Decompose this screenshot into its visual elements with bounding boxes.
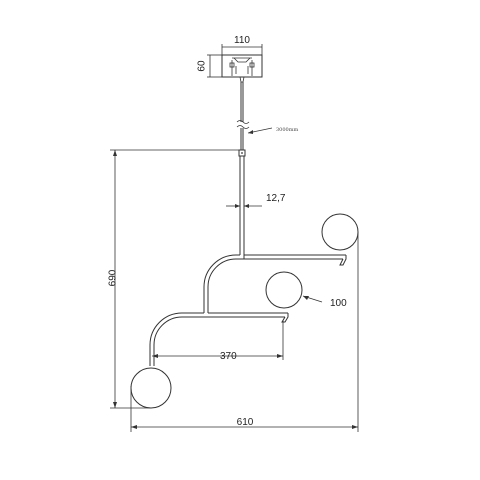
- rod-diameter-label: 12,7: [266, 193, 286, 204]
- globe-lower: [130, 367, 172, 409]
- cable-length-annotation: 3000mm: [247, 127, 298, 134]
- total-height-dimension: 690: [108, 149, 240, 409]
- canopy-width-label: 110: [234, 35, 250, 46]
- globe-upper: [321, 213, 359, 251]
- total-width-dimension: 610: [130, 232, 359, 432]
- canopy-height-label: 60: [197, 60, 208, 72]
- total-width-label: 610: [237, 417, 254, 428]
- total-height-label: 690: [108, 269, 119, 286]
- arm-length-label: 370: [220, 351, 237, 362]
- rod-diameter-dimension: 12,7: [226, 193, 286, 208]
- vertical-rod: [239, 156, 245, 255]
- lower-arm: [149, 312, 289, 366]
- ceiling-canopy: [221, 54, 263, 83]
- cable-length-label: 3000mm: [276, 127, 298, 133]
- canopy-width-dimension: 110: [221, 35, 263, 55]
- globe-diameter-annotation: 100: [302, 295, 347, 309]
- canopy-height-dimension: 60: [197, 54, 222, 78]
- globe-diameter-label: 100: [330, 298, 347, 309]
- arm-length-dimension: 370: [152, 320, 284, 362]
- upper-arm: [203, 254, 347, 313]
- suspension-cable: [236, 82, 250, 150]
- rod-connector: [238, 149, 246, 157]
- globe-middle: [265, 271, 303, 309]
